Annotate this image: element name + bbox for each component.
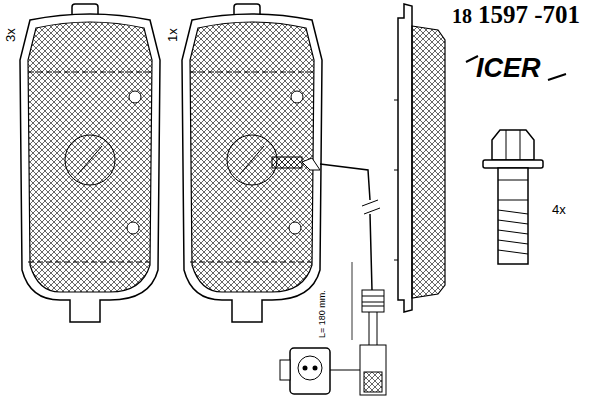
part-number: 1597 -701 xyxy=(478,2,580,27)
quantity-label: 1x xyxy=(166,28,179,42)
brand-logo: ICER xyxy=(476,55,541,82)
quantity-label: 3x xyxy=(4,28,17,42)
quantity-label: 4x xyxy=(552,203,566,216)
part-number-prefix: 18 xyxy=(452,6,472,26)
dimension-label: L= 180 mm. xyxy=(318,290,327,338)
